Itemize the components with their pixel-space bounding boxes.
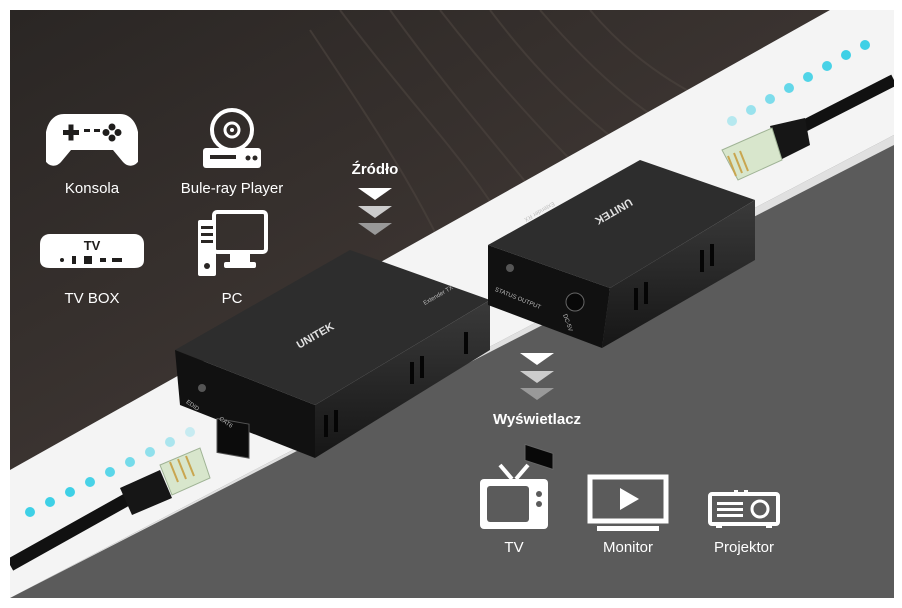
source-label-tvbox: TV BOX — [64, 290, 120, 307]
rj45-cable-right — [721, 74, 894, 181]
source-heading: Źródło — [351, 161, 399, 178]
receiver-device — [488, 160, 755, 471]
tv-icon — [480, 463, 548, 529]
gamepad-icon — [46, 114, 138, 166]
display-heading: Wyświetlacz — [492, 411, 582, 428]
display-label-monitor: Monitor — [602, 539, 654, 556]
display-label-tv: TV — [504, 539, 524, 556]
tv-box-icon: TV — [40, 234, 144, 268]
signal-dots — [25, 40, 870, 517]
source-arrows — [358, 188, 392, 235]
bluray-player-icon — [203, 108, 261, 168]
source-label-pc: PC — [221, 290, 243, 307]
product-banner: UNITEK Extender TX CAT6 EDID UNITEK Exte… — [10, 10, 894, 598]
transmitter-device — [175, 250, 490, 459]
source-label-bluray: Bule-ray Player — [180, 180, 284, 197]
monitor-icon — [587, 474, 669, 531]
banner-background — [10, 10, 894, 598]
projector-icon — [708, 490, 780, 528]
svg-text:TV: TV — [84, 238, 101, 253]
display-arrows — [520, 353, 554, 400]
rj45-cable-left — [10, 447, 211, 571]
display-label-projektor: Projektor — [713, 539, 775, 556]
source-label-konsola: Konsola — [64, 180, 120, 197]
pc-icon — [198, 210, 268, 276]
